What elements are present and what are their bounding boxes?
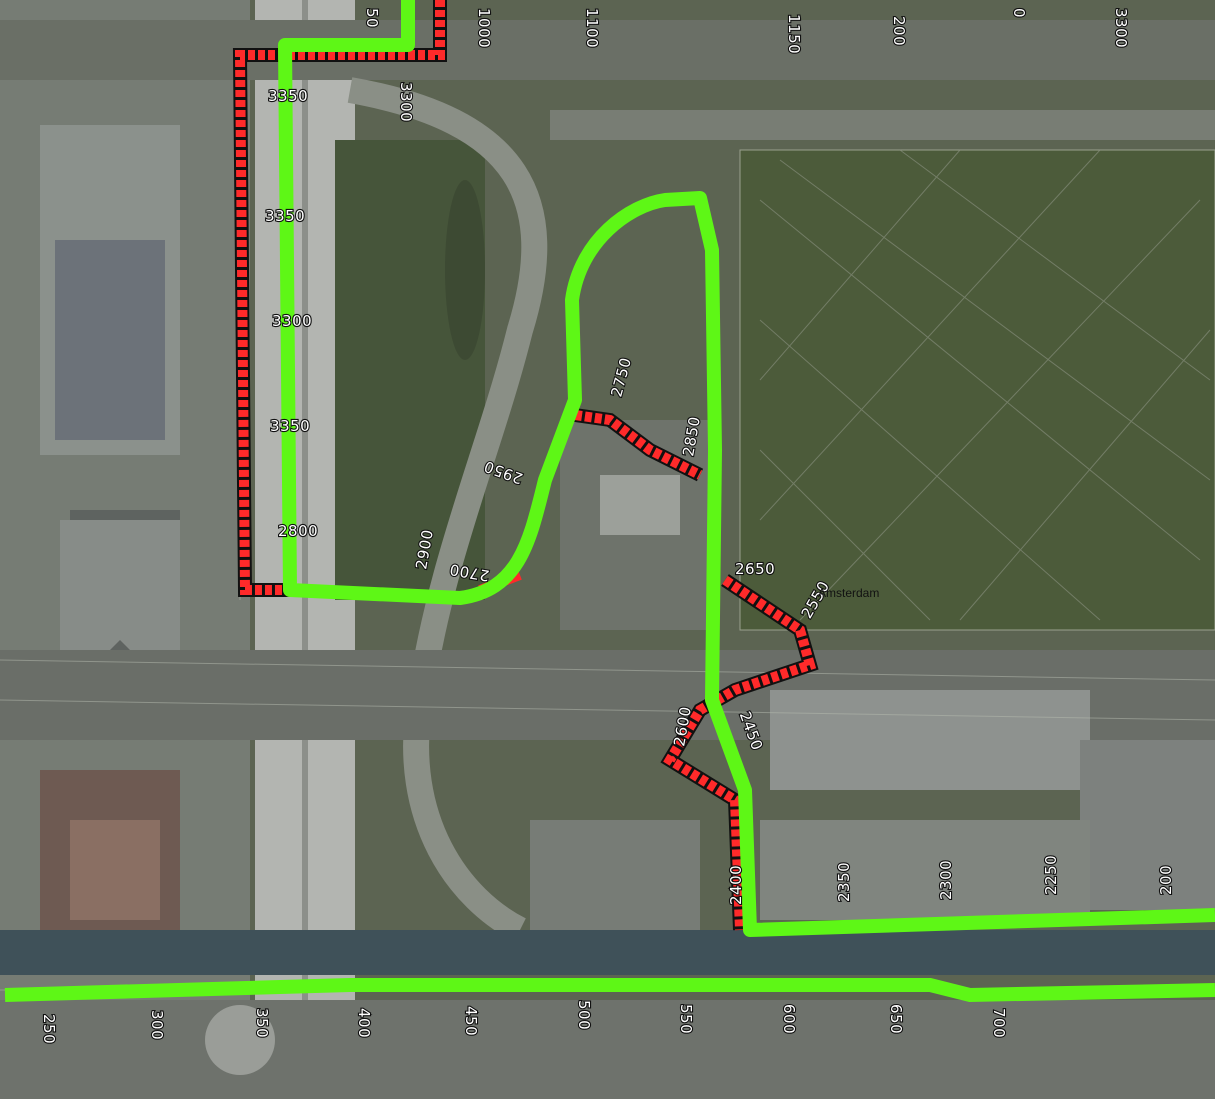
station-label: 3300 (1112, 8, 1130, 48)
station-label: 50 (363, 8, 381, 28)
red-route[interactable] (232, 0, 819, 931)
station-label: 3300 (397, 82, 415, 122)
station-label: 350 (253, 1008, 271, 1038)
station-label: 400 (355, 1008, 373, 1038)
station-label: 2250 (1042, 855, 1060, 895)
station-label: 2650 (735, 560, 775, 578)
station-label: 500 (575, 1000, 593, 1030)
station-label: 550 (677, 1004, 695, 1034)
station-label: 650 (887, 1004, 905, 1034)
station-label: 2300 (937, 860, 955, 900)
station-label: 600 (780, 1004, 798, 1034)
station-label: 1000 (475, 8, 493, 48)
station-label: 3350 (265, 207, 305, 225)
station-label: 1100 (583, 8, 601, 48)
station-label: 2350 (835, 862, 853, 902)
station-label: 700 (990, 1008, 1008, 1038)
station-label: 1150 (785, 14, 803, 54)
station-label: 2950 (481, 457, 525, 488)
station-label: 450 (462, 1006, 480, 1036)
station-label: 3300 (272, 312, 312, 330)
station-label: 200 (1157, 865, 1175, 895)
station-label: 2850 (679, 415, 704, 458)
station-label: 2700 (448, 560, 491, 585)
station-label: 3350 (270, 417, 310, 435)
place-label-amsterdam: Amsterdam (818, 586, 879, 600)
station-label: 250 (40, 1014, 58, 1044)
station-label: 2450 (736, 709, 767, 753)
green-route-main[interactable] (278, 0, 1215, 937)
green-route[interactable] (4, 0, 1215, 1003)
station-label: 2600 (670, 705, 695, 748)
station-label: 300 (148, 1010, 166, 1040)
station-label: 2800 (278, 522, 318, 540)
station-label: 200 (890, 16, 908, 46)
green-route-bottom[interactable] (4, 978, 1215, 1003)
station-label: 2400 (727, 865, 745, 905)
station-label: 2750 (607, 355, 635, 398)
station-label: 0 (1010, 8, 1028, 18)
station-label: 2900 (412, 528, 437, 571)
station-label: 3350 (268, 87, 308, 105)
